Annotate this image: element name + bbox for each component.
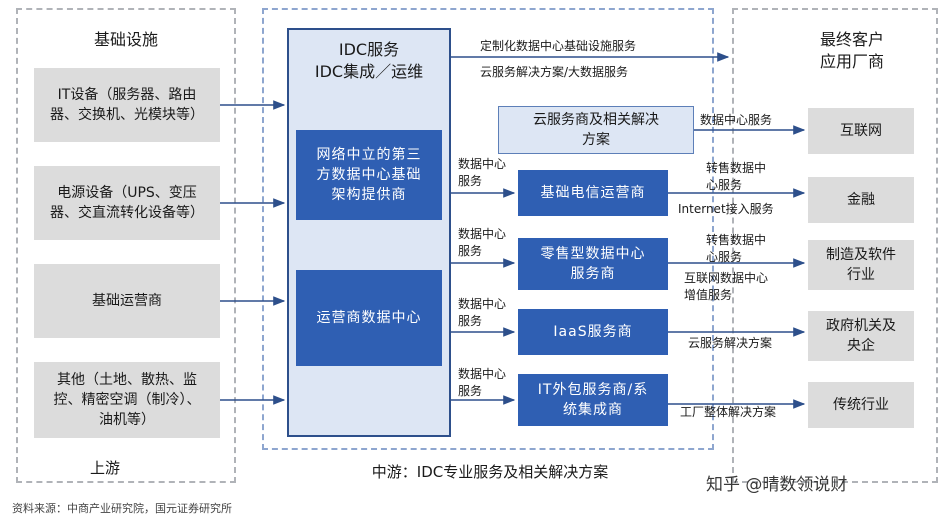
neutral-third-party-provider: 网络中立的第三方数据中心基础架构提供商 — [296, 130, 442, 220]
upstream-power-equipment: 电源设备（UPS、变压器、交直流转化设备等） — [34, 166, 220, 240]
upstream-title: 基础设施 — [93, 30, 158, 49]
cloud-provider-box: 云服务商及相关解决方案 — [498, 106, 694, 154]
customer-internet: 互联网 — [808, 108, 914, 154]
dc-service-label-3: 数据中心服务 — [458, 297, 507, 328]
provider-iaas: IaaS服务商 — [518, 309, 668, 355]
label-resell-2: 转售数据中心服务 — [706, 233, 767, 264]
dc-service-label-4: 数据中心服务 — [458, 367, 507, 398]
downstream-title-line1: 最终客户 — [819, 30, 884, 49]
customer-manufacturing-software: 制造及软件行业 — [808, 240, 914, 290]
dc-service-label-2: 数据中心服务 — [458, 227, 507, 258]
upstream-region — [16, 8, 236, 483]
label-internet-access: Internet接入服务 — [678, 202, 774, 216]
upstream-footer: 上游 — [89, 459, 120, 477]
upstream-others: 其他（土地、散热、监控、精密空调（制冷）、油机等） — [34, 362, 220, 438]
provider-retail-dc: 零售型数据中心服务商 — [518, 238, 668, 290]
label-internet-dc-vas: 互联网数据中心增值服务 — [684, 271, 769, 302]
customer-government-soe: 政府机关及央企 — [808, 311, 914, 361]
label-cloud-solution: 云服务解决方案 — [688, 336, 773, 350]
customer-finance: 金融 — [808, 177, 914, 223]
customer-traditional: 传统行业 — [808, 382, 914, 428]
label-cloud-bigdata: 云服务解决方案/大数据服务 — [480, 65, 629, 79]
idc-title-line2: IDC集成／运维 — [314, 62, 424, 81]
downstream-title-line2: 应用厂商 — [819, 52, 884, 71]
midstream-region — [262, 8, 714, 450]
idc-service-box — [287, 28, 451, 437]
label-dc-service: 数据中心服务 — [700, 113, 773, 127]
upstream-basic-operator: 基础运营商 — [34, 264, 220, 338]
label-custom-infrastructure: 定制化数据中心基础设施服务 — [480, 39, 637, 53]
idc-title-line1: IDC服务 — [338, 40, 400, 59]
midstream-footer: 中游：IDC专业服务及相关解决方案 — [371, 463, 609, 481]
upstream-it-equipment: IT设备（服务器、路由器、交换机、光模块等） — [34, 68, 220, 142]
provider-it-outsourcing: IT外包服务商/系统集成商 — [518, 374, 668, 426]
dc-service-label-1: 数据中心服务 — [458, 157, 507, 188]
label-factory-solution: 工厂整体解决方案 — [680, 405, 777, 419]
source-note: 资料来源：中商产业研究院，国元证券研究所 — [12, 502, 232, 515]
operator-data-center: 运营商数据中心 — [296, 270, 442, 366]
downstream-region — [732, 8, 938, 483]
zhihu-watermark: 知乎 @晴数领说财 — [706, 475, 848, 495]
provider-basic-telecom: 基础电信运营商 — [518, 170, 668, 216]
label-resell-1: 转售数据中心服务 — [706, 161, 767, 192]
